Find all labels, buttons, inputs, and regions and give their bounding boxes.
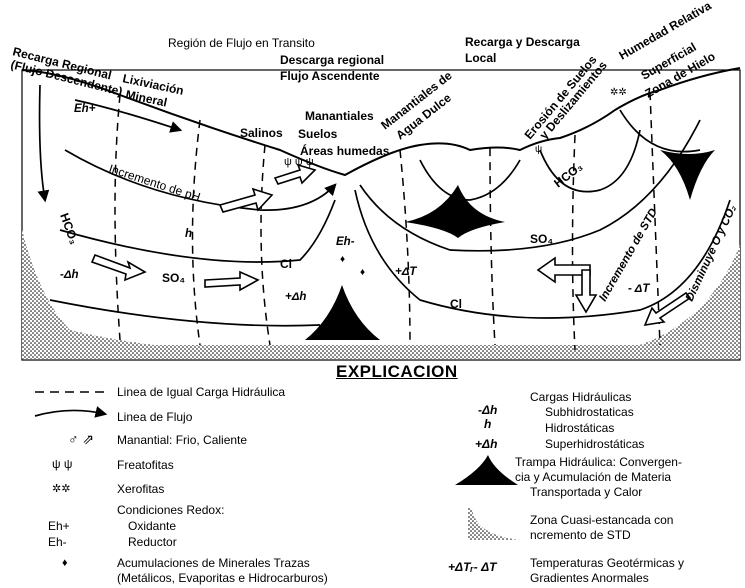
legend-temp-1: Temperaturas Geotérmicas y [530,556,684,570]
legend-reductor: Reductor [128,535,177,549]
legend-subhydrostatic: Subhidrostaticas [545,405,634,419]
legend-stagnant-2: ncremento de STD [530,528,631,542]
legend-heads-title: Cargas Hidráulicas [530,390,631,404]
legend-flow-line: Linea de Flujo [117,410,192,424]
legend-temp-symbol: +ΔTᵣ- ΔT [448,560,496,574]
legend-trap-3: Transportada y Calor [530,485,642,499]
legend-equipotential: Linea de Igual Carga Hidráulica [117,385,285,399]
legend-reductor-symbol: Eh- [48,535,67,549]
legend-oxidant-symbol: Eh+ [48,519,70,533]
legend-sub-symbol-num: -Δh [478,403,497,417]
legend-spring: Manantial: Frio, Caliente [117,433,247,447]
legend-superhydrostatic: Superhidrostáticas [545,437,644,451]
legend-temp-2: Gradientes Anormales [530,571,649,585]
legend-minerals-2: (Metálicos, Evaporitas e Hidrocarburos) [117,571,328,585]
legend-redox-title: Condiciones Redox: [117,503,224,517]
legend-xerophytes: Xerofitas [117,482,164,496]
legend-sub-symbol-den: h [484,417,491,431]
legend-stagnant-1: Zona Cuasi-estancada con [530,513,673,527]
legend-minerals-1: Acumulaciones de Minerales Trazas [117,556,310,570]
legend-hydrostatic: Hidrostáticas [545,421,614,435]
legend-trap-1: Trampa Hidráulica: Convergen- [515,455,682,469]
legend-phreatophytes: Freatofitas [117,458,174,472]
legend-oxidant: Oxidante [128,519,176,533]
legend-trap-2: cia y Acumulación de Materia [515,470,671,484]
legend-super-symbol: +Δh [475,437,497,451]
